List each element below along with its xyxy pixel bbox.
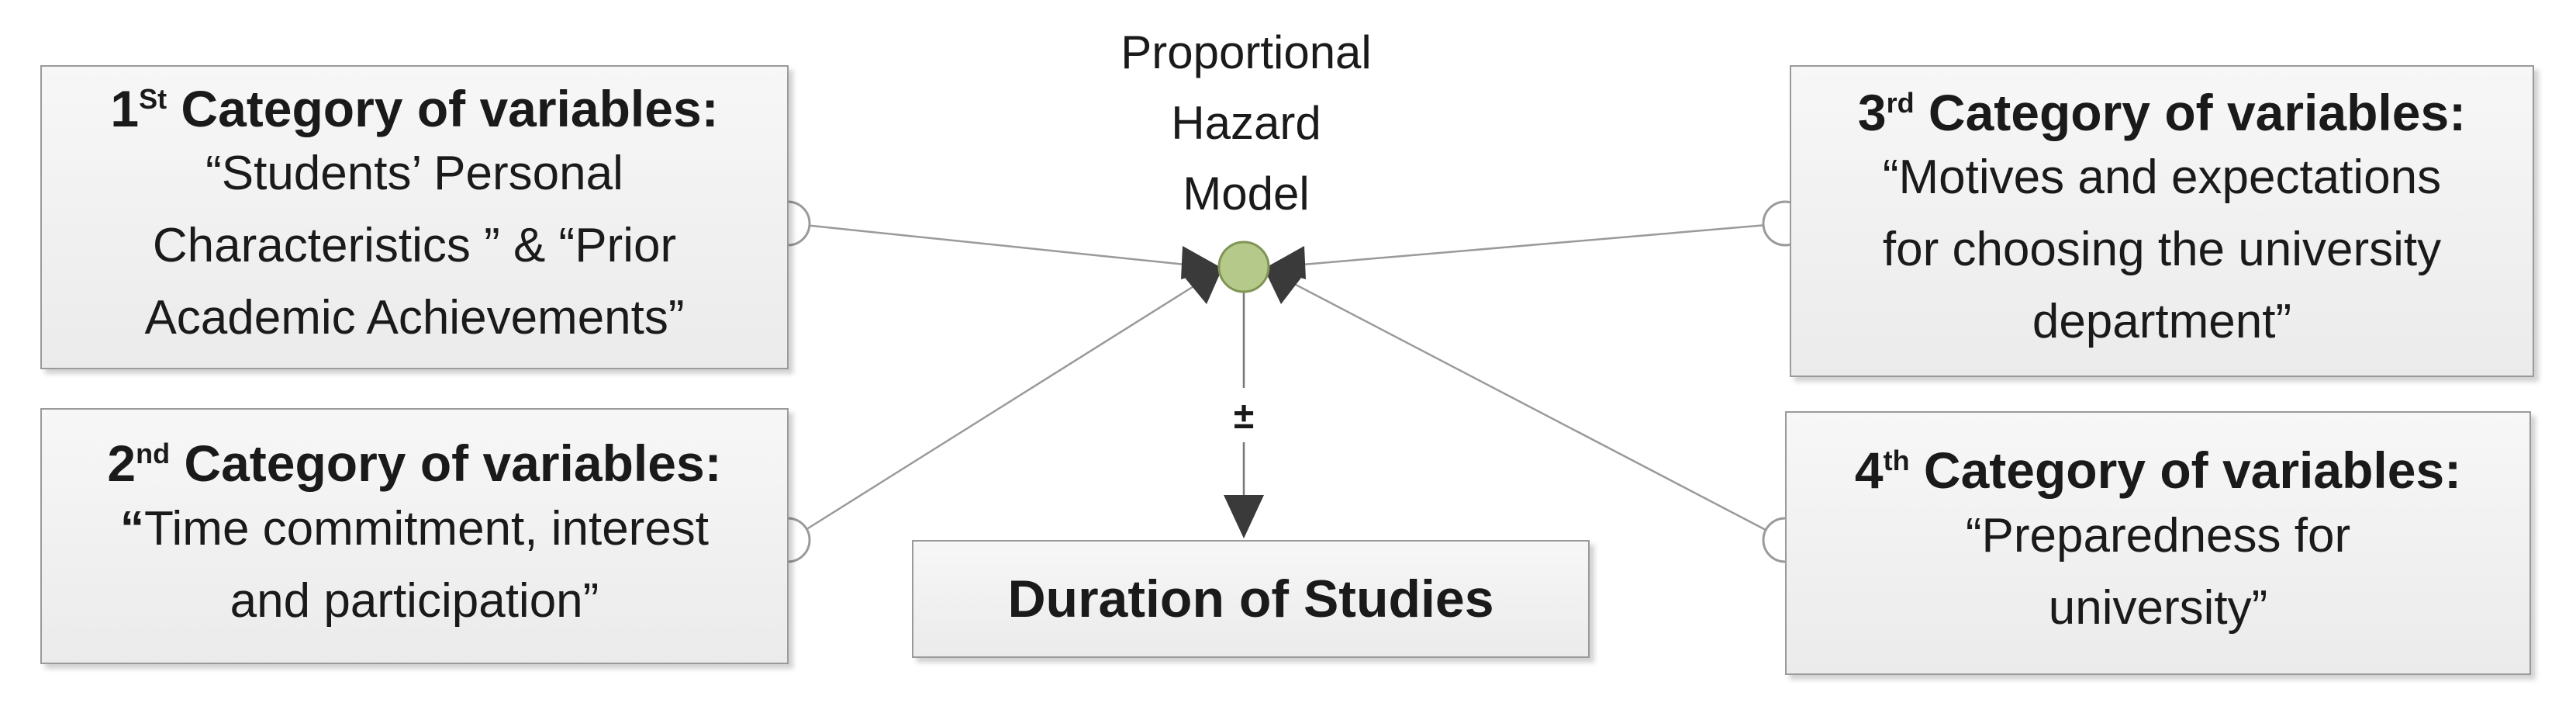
connector-cat1 [789, 222, 1193, 267]
category-4-description: “Preparedness for university” [1966, 500, 2350, 644]
ordinal-number: 2 [107, 434, 136, 493]
model-hub-node [1217, 241, 1270, 293]
ordinal-suffix: nd [136, 438, 171, 470]
category-1-description: “Students’ Personal Characteristics ” & … [144, 137, 684, 354]
model-label: Proportional Hazard Model [1056, 17, 1436, 230]
description-line: “Preparedness for [1965, 508, 2351, 562]
title-text: Category of variables: [184, 434, 722, 493]
category-4-box: 4th Category of variables: “Preparedness… [1785, 411, 2531, 675]
description-line: department” [2032, 295, 2292, 349]
category-1-title: 1St Category of variables: [110, 79, 719, 138]
title-text: Category of variables: [181, 79, 719, 137]
description-line: Characteristics ” & “Prior [152, 219, 677, 273]
description-line: “Time commitment, interest [120, 493, 709, 565]
description-line: “Students’ Personal [205, 147, 623, 201]
description-line: “Motives and expectations [1882, 151, 2442, 205]
category-2-title: 2nd Category of variables: [107, 434, 722, 493]
description-lead-quote: “ [119, 501, 144, 556]
ordinal-suffix: th [1883, 445, 1910, 477]
description-line: and participation” [230, 573, 599, 628]
ordinal-suffix: St [139, 82, 167, 115]
category-1-box: 1St Category of variables: “Students’ Pe… [40, 65, 789, 369]
category-2-box: 2nd Category of variables: “Time commitm… [40, 408, 789, 664]
description-text: Time commitment, interest [143, 501, 710, 556]
outcome-label: Duration of Studies [1007, 569, 1494, 628]
description-line: for choosing the university [1882, 223, 2442, 277]
connector-cat4 [1279, 275, 1786, 542]
model-sign: ± [1234, 396, 1254, 437]
ordinal-number: 4 [1854, 441, 1884, 500]
ordinal-suffix: rd [1886, 86, 1915, 119]
title-text: Category of variables: [1923, 441, 2462, 500]
model-label-line: Hazard [1171, 97, 1321, 150]
title-text: Category of variables: [1928, 83, 2467, 141]
connector-cat2 [789, 275, 1210, 542]
category-4-title: 4th Category of variables: [1854, 441, 2462, 500]
arrowhead-cat2 [1185, 265, 1224, 304]
ordinal-number: 3 [1857, 83, 1887, 141]
arrowhead-cat3 [1266, 246, 1306, 279]
arrowhead-cat4 [1262, 265, 1301, 304]
outcome-box: Duration of Studies [912, 540, 1590, 658]
category-2-description: “Time commitment, interest and participa… [120, 493, 709, 637]
ordinal-number: 1 [110, 79, 140, 137]
model-label-line: Proportional [1121, 26, 1372, 78]
category-3-title: 3rd Category of variables: [1857, 83, 2467, 142]
model-label-line: Model [1183, 168, 1310, 220]
arrowhead-cat1 [1181, 246, 1221, 279]
category-3-description: “Motives and expectations for choosing t… [1883, 141, 2441, 358]
arrowhead-outcome [1224, 495, 1264, 538]
description-line: university” [2048, 580, 2268, 635]
connector-cat3 [1293, 222, 1786, 267]
category-3-box: 3rd Category of variables: “Motives and … [1790, 65, 2534, 377]
description-line: Academic Achievements” [144, 291, 685, 345]
